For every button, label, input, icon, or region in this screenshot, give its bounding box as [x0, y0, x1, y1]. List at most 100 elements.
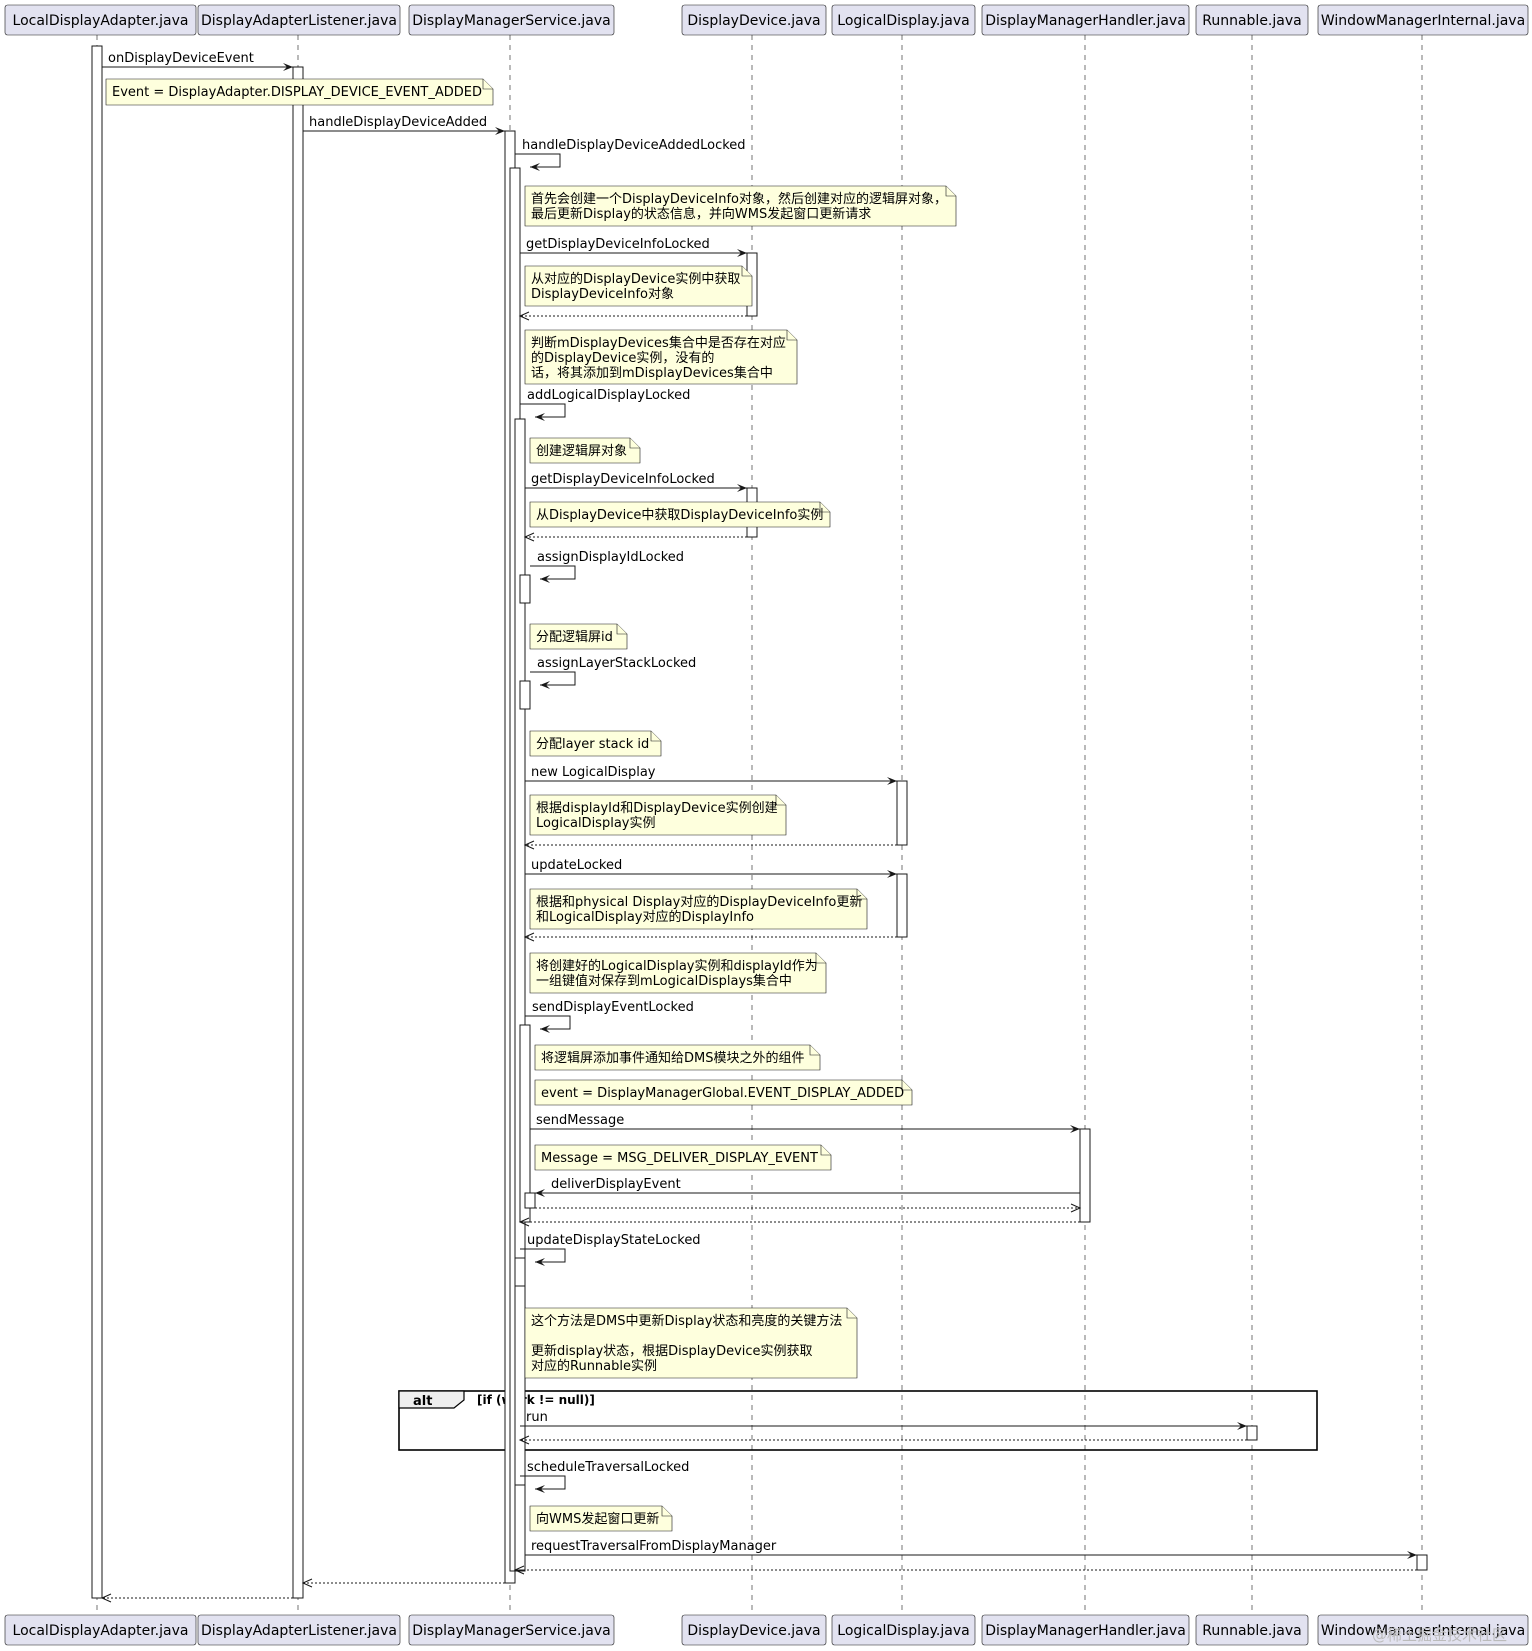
- note-2: 从对应的DisplayDevice实例中获取DisplayDeviceInfo对…: [524, 265, 753, 307]
- message-6: getDisplayDeviceInfoLocked: [525, 472, 747, 492]
- note-line: DisplayDeviceInfo对象: [531, 287, 674, 302]
- participant-bottom-7: WindowManagerInternal.java: [1317, 1614, 1529, 1646]
- participant-top-7: WindowManagerInternal.java: [1317, 4, 1529, 36]
- participant-top-3: DisplayDevice.java: [681, 4, 827, 36]
- message-label: addLogicalDisplayLocked: [527, 388, 690, 403]
- note-line: 这个方法是DMS中更新Display状态和亮度的关键方法: [531, 1313, 842, 1329]
- note-line: 一组键值对保存到mLogicalDisplays集合中: [536, 973, 792, 989]
- participant-bottom-3: DisplayDevice.java: [681, 1614, 827, 1646]
- note-6: 分配逻辑屏id: [529, 623, 628, 650]
- message-label: assignDisplayIdLocked: [537, 550, 684, 565]
- note-10: 将创建好的LogicalDisplay实例和displayId作为一组键值对保存…: [529, 952, 827, 994]
- message-label: run: [526, 1410, 548, 1425]
- participant-label: DisplayDevice.java: [687, 13, 820, 29]
- message-1: handleDisplayDeviceAdded: [303, 115, 505, 135]
- note-line: Message = MSG_DELIVER_DISPLAY_EVENT: [541, 1151, 818, 1166]
- message-16: deliverDisplayEvent: [535, 1177, 1080, 1197]
- note-line: 从对应的DisplayDevice实例中获取: [531, 271, 740, 287]
- message-14: sendDisplayEventLocked: [525, 1000, 694, 1033]
- message-label: deliverDisplayEvent: [551, 1177, 681, 1192]
- alt-condition: [if (work != null)]: [477, 1393, 595, 1407]
- alt-keyword: alt: [413, 1394, 432, 1409]
- participant-bottom-5: DisplayManagerHandler.java: [981, 1614, 1190, 1646]
- message-label: assignLayerStackLocked: [537, 656, 696, 671]
- note-line: 分配layer stack id: [536, 737, 649, 752]
- note-line: 将创建好的LogicalDisplay实例和displayId作为: [536, 958, 818, 974]
- participant-label: LocalDisplayAdapter.java: [13, 13, 189, 29]
- note-0: Event = DisplayAdapter.DISPLAY_DEVICE_EV…: [105, 78, 494, 106]
- note-line: 对应的Runnable实例: [531, 1358, 657, 1374]
- participant-heads: LocalDisplayAdapter.javaLocalDisplayAdap…: [4, 4, 1529, 1646]
- participant-bottom-0: LocalDisplayAdapter.java: [4, 1614, 197, 1646]
- message-17: [535, 1203, 1082, 1213]
- notes: Event = DisplayAdapter.DISPLAY_DEVICE_EV…: [105, 78, 957, 1532]
- note-15: 向WMS发起窗口更新: [529, 1505, 673, 1532]
- note-line: 和LogicalDisplay对应的DisplayInfo: [536, 909, 754, 925]
- note-12: event = DisplayManagerGlobal.EVENT_DISPL…: [534, 1079, 913, 1106]
- message-13: [523, 932, 897, 942]
- participant-top-0: LocalDisplayAdapter.java: [4, 4, 197, 36]
- participant-label: LocalDisplayAdapter.java: [13, 1623, 189, 1639]
- note-line: 首先会创建一个DisplayDeviceInfo对象，然后创建对应的逻辑屏对象，: [531, 191, 947, 207]
- message-label: getDisplayDeviceInfoLocked: [531, 472, 715, 487]
- note-line: 判断mDisplayDevices集合中是否存在对应: [531, 335, 786, 351]
- note-5: 从DisplayDevice中获取DisplayDeviceInfo实例: [529, 501, 831, 528]
- activation-bar-9: [896, 780, 908, 846]
- participant-top-6: Runnable.java: [1195, 4, 1309, 36]
- note-line: 话，将其添加到mDisplayDevices集合中: [531, 365, 773, 381]
- message-label: scheduleTraversalLocked: [527, 1460, 689, 1475]
- activation-bar-5: [514, 418, 526, 1572]
- message-label: new LogicalDisplay: [531, 765, 656, 780]
- message-22: scheduleTraversalLocked: [520, 1460, 689, 1493]
- message-label: sendDisplayEventLocked: [532, 1000, 694, 1015]
- participant-label: DisplayAdapterListener.java: [201, 1623, 397, 1639]
- note-line: 最后更新Display的状态信息，并向WMS发起窗口更新请求: [531, 206, 871, 222]
- participant-top-5: DisplayManagerHandler.java: [981, 4, 1190, 36]
- note-line: 创建逻辑屏对象: [536, 444, 627, 459]
- note-9: 根据和physical Display对应的DisplayDeviceInfo更…: [529, 888, 868, 930]
- activation-bar-10: [896, 873, 908, 938]
- message-11: [523, 840, 897, 850]
- message-label: requestTraversalFromDisplayManager: [531, 1539, 777, 1554]
- activation-bar-0: [91, 45, 103, 1599]
- participant-bottom-4: LogicalDisplay.java: [831, 1614, 976, 1646]
- message-23: requestTraversalFromDisplayManager: [525, 1539, 1417, 1559]
- message-12: updateLocked: [525, 858, 897, 878]
- activation-bar-15: [1246, 1425, 1258, 1441]
- participant-label: DisplayManagerService.java: [412, 1623, 611, 1639]
- note-13: Message = MSG_DELIVER_DISPLAY_EVENT: [534, 1144, 832, 1171]
- note-line: 根据displayId和DisplayDevice实例创建: [536, 801, 778, 816]
- message-label: handleDisplayDeviceAddedLocked: [522, 138, 746, 153]
- message-9: assignLayerStackLocked: [530, 656, 696, 689]
- note-11: 将逻辑屏添加事件通知给DMS模块之外的组件: [534, 1044, 821, 1071]
- activation-bar-7: [519, 574, 531, 604]
- message-15: sendMessage: [530, 1113, 1080, 1133]
- participant-label: DisplayManagerHandler.java: [985, 1623, 1186, 1639]
- participant-label: WindowManagerInternal.java: [1321, 1623, 1525, 1639]
- note-4: 创建逻辑屏对象: [529, 437, 641, 464]
- note-line: LogicalDisplay实例: [536, 816, 655, 831]
- participant-label: LogicalDisplay.java: [837, 1623, 969, 1639]
- participant-label: LogicalDisplay.java: [837, 13, 969, 29]
- participant-label: DisplayManagerHandler.java: [985, 13, 1186, 29]
- message-19: updateDisplayStateLocked: [520, 1233, 701, 1266]
- message-label: getDisplayDeviceInfoLocked: [526, 237, 710, 252]
- message-25: [301, 1578, 505, 1588]
- message-0: onDisplayDeviceEvent: [102, 51, 293, 71]
- message-8: assignDisplayIdLocked: [530, 550, 684, 583]
- message-label: handleDisplayDeviceAdded: [309, 115, 487, 130]
- activation-bar-11: [519, 1024, 531, 1223]
- participant-bottom-6: Runnable.java: [1195, 1614, 1309, 1646]
- message-24: [513, 1565, 1417, 1575]
- note-line: event = DisplayManagerGlobal.EVENT_DISPL…: [541, 1086, 904, 1101]
- activation-bar-8: [519, 680, 531, 710]
- message-label: updateDisplayStateLocked: [527, 1233, 701, 1248]
- participant-top-4: LogicalDisplay.java: [831, 4, 976, 36]
- activation-bar-16: [514, 1484, 526, 1571]
- participant-label: DisplayDevice.java: [687, 1623, 820, 1639]
- message-label: onDisplayDeviceEvent: [108, 51, 254, 66]
- note-7: 分配layer stack id: [529, 730, 662, 757]
- message-21: [518, 1435, 1247, 1445]
- participant-bottom-1: DisplayAdapterListener.java: [197, 1614, 401, 1646]
